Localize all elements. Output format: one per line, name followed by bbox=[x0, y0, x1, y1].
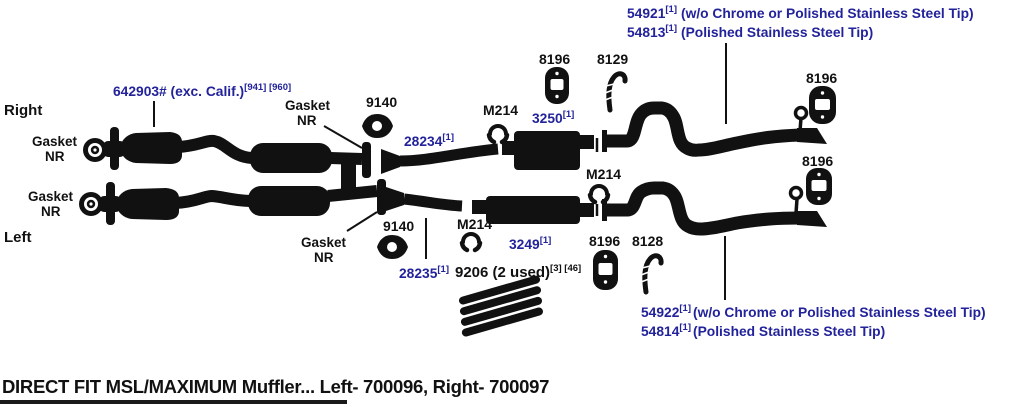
label-8196-top-mid: 8196 bbox=[539, 51, 570, 67]
callout-3249: 3249[1] bbox=[509, 235, 551, 252]
tip-callout-block-top: 54921[1](w/o Chrome or Polished Stainles… bbox=[627, 4, 974, 40]
svg-text:54922[1](w/o Chrome or Polishe: 54922[1](w/o Chrome or Polished Stainles… bbox=[641, 303, 986, 320]
tip-callout-block-bottom: 54922[1](w/o Chrome or Polished Stainles… bbox=[641, 303, 986, 339]
connector-pipe-right bbox=[177, 134, 253, 164]
svg-text:54813[1](Polished Stainless St: 54813[1](Polished Stainless Steel Tip) bbox=[627, 23, 873, 40]
label-8129: 8129 bbox=[597, 51, 628, 67]
gasket-nr-label-left-inlet: Gasket NR bbox=[28, 189, 74, 219]
svg-text:Gasket: Gasket bbox=[301, 235, 347, 250]
donut-gasket-right-icon bbox=[83, 138, 107, 162]
inlet-flange-left bbox=[99, 182, 121, 225]
label-9140-bottom: 9140 bbox=[383, 218, 414, 234]
svg-text:NR: NR bbox=[45, 149, 65, 164]
label-m214-middle: M214 bbox=[586, 166, 621, 182]
svg-text:NR: NR bbox=[41, 204, 61, 219]
rear-resonator-left bbox=[248, 186, 330, 216]
left-exhaust-assembly bbox=[79, 179, 827, 236]
hook-hanger-8129-icon bbox=[604, 71, 628, 113]
h-pipe-crossover bbox=[341, 158, 356, 196]
svg-text:NR: NR bbox=[314, 250, 334, 265]
intermediate-pipe-28234 bbox=[381, 143, 499, 174]
oval-gasket-9140-bottom-icon bbox=[377, 235, 408, 259]
callout-642903: 642903# (exc. Calif.)[941] [960] bbox=[113, 82, 291, 99]
svg-text:Gasket: Gasket bbox=[285, 98, 331, 113]
tailpipe-hanger-left bbox=[788, 185, 804, 214]
gasket-nr-label-bottom-joint: Gasket NR bbox=[301, 235, 347, 265]
joint-flange-right bbox=[362, 142, 371, 178]
svg-text:NR: NR bbox=[297, 113, 317, 128]
callout-3250: 3250[1] bbox=[532, 109, 574, 126]
muffler-3250 bbox=[502, 131, 594, 170]
callout-28235: 28235[1] bbox=[399, 264, 449, 281]
muffler-3249 bbox=[472, 196, 594, 224]
tailpipe-right bbox=[602, 101, 827, 157]
intermediate-pipe-28235 bbox=[383, 186, 463, 212]
bracket-8196-bottom-mid-icon bbox=[593, 250, 618, 290]
label-m214-bottom: M214 bbox=[457, 216, 492, 232]
label-8196-bottom-mid: 8196 bbox=[589, 233, 620, 249]
bracket-8196-top-mid-icon bbox=[545, 67, 569, 104]
label-8196-right-top: 8196 bbox=[806, 70, 837, 86]
clamp-m214-bottom-icon bbox=[459, 232, 483, 253]
clamp-m214-top-icon bbox=[486, 124, 510, 145]
pipe-to-flange-left bbox=[327, 185, 378, 202]
bracket-8196-right-top-icon bbox=[809, 86, 836, 124]
clamp-m214-middle-icon bbox=[587, 184, 611, 205]
heat-shield-9206-icon bbox=[458, 275, 543, 337]
leader-gasket-nr-top bbox=[323, 125, 363, 149]
tailpipe-left bbox=[602, 181, 827, 236]
svg-text:54921[1](w/o Chrome or Polishe: 54921[1](w/o Chrome or Polished Stainles… bbox=[627, 4, 974, 21]
gasket-nr-label-top-joint: Gasket NR bbox=[285, 98, 331, 128]
label-8128: 8128 bbox=[632, 233, 663, 249]
inlet-flange-right bbox=[103, 127, 125, 170]
label-m214-top: M214 bbox=[483, 102, 518, 118]
svg-text:54814[1](Polished Stainless St: 54814[1](Polished Stainless Steel Tip) bbox=[641, 322, 885, 339]
donut-gasket-left-icon bbox=[79, 192, 103, 216]
leader-gasket-nr-bottom bbox=[346, 211, 378, 232]
right-exhaust-assembly bbox=[83, 101, 827, 196]
svg-text:Gasket: Gasket bbox=[32, 134, 78, 149]
cropped-next-line bbox=[0, 400, 347, 404]
caption-direct-fit: DIRECT FIT MSL/MAXIMUM Muffler... Left- … bbox=[2, 376, 549, 397]
label-9206: 9206 (2 used)[3] [46] bbox=[455, 263, 581, 281]
catalytic-converter-right bbox=[120, 132, 182, 164]
bracket-8196-right-bottom-icon bbox=[806, 168, 832, 205]
side-label-right: Right bbox=[4, 102, 42, 119]
connector-pipe-left bbox=[174, 189, 251, 209]
hook-hanger-8128-icon bbox=[640, 253, 664, 295]
tailpipe-hanger-right bbox=[793, 105, 809, 132]
rear-resonator-right bbox=[250, 143, 332, 173]
catalytic-converter-left bbox=[116, 188, 179, 220]
label-8196-right-bottom: 8196 bbox=[802, 153, 833, 169]
oval-gasket-9140-top-icon bbox=[362, 114, 393, 138]
svg-text:Gasket: Gasket bbox=[28, 189, 74, 204]
callout-28234: 28234[1] bbox=[404, 132, 454, 149]
label-9140-top: 9140 bbox=[366, 94, 397, 110]
side-label-left: Left bbox=[4, 229, 32, 246]
gasket-nr-label-right-inlet: Gasket NR bbox=[32, 134, 78, 164]
